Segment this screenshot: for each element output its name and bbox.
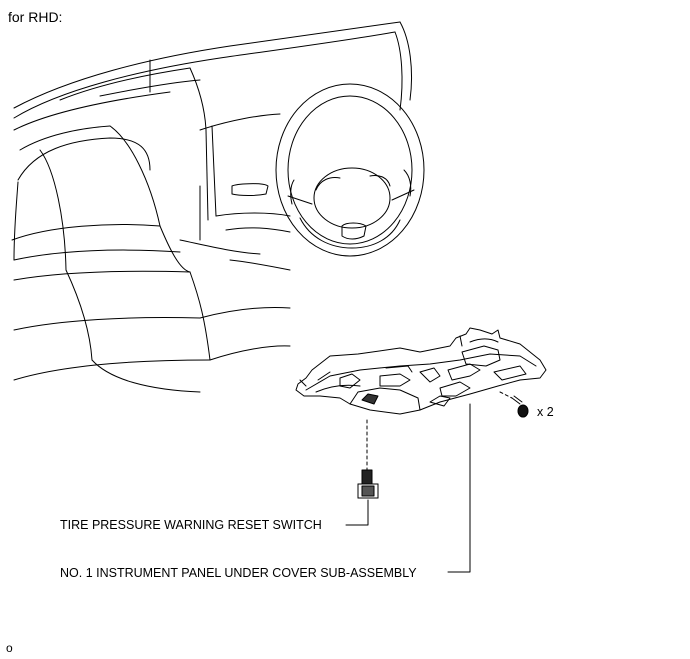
under-cover-panel <box>295 327 547 415</box>
dashboard-outline <box>11 21 412 393</box>
screw-quantity-label: x 2 <box>537 405 554 419</box>
switch-leader-line <box>345 499 369 526</box>
screw-icon <box>511 395 529 418</box>
screw-guide-line <box>499 391 513 399</box>
panel-leader-line <box>447 403 471 573</box>
steering-wheel <box>275 83 425 257</box>
under-cover-label: NO. 1 INSTRUMENT PANEL UNDER COVER SUB-A… <box>60 566 417 580</box>
reset-switch-icon <box>357 469 379 499</box>
reset-switch-label: TIRE PRESSURE WARNING RESET SWITCH <box>60 518 322 532</box>
illustration-code: o <box>6 641 13 655</box>
diagram-heading: for RHD: <box>8 9 63 25</box>
